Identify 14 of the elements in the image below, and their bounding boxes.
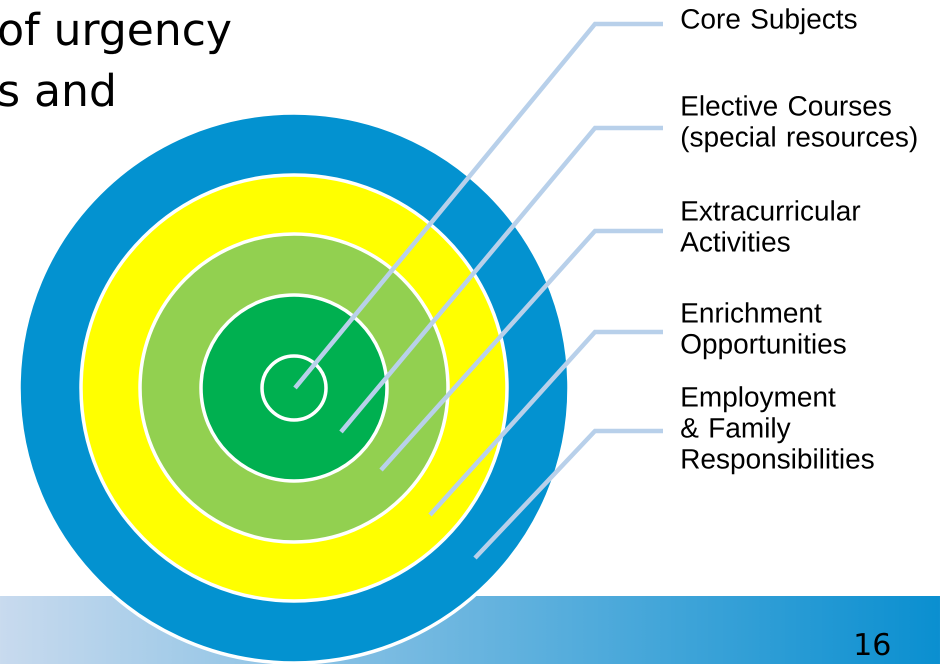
category-label: Employment & Family Responsibilities xyxy=(681,386,874,474)
page-number: 16 xyxy=(856,632,890,656)
heading-text: s and xyxy=(0,72,113,107)
leader-line xyxy=(428,330,663,516)
category-label: Elective Courses (special resources) xyxy=(682,95,916,152)
heading-text: of urgency xyxy=(0,12,231,54)
leader-line xyxy=(293,22,663,390)
category-label: Enrichment Opportunities xyxy=(682,302,846,360)
leader-line xyxy=(379,228,663,472)
leader-line xyxy=(473,428,663,560)
category-label: Extracurricular Activities xyxy=(680,200,860,252)
category-label: Core Subjects xyxy=(682,8,857,34)
leader-line xyxy=(339,126,663,434)
target-ring xyxy=(260,354,328,422)
